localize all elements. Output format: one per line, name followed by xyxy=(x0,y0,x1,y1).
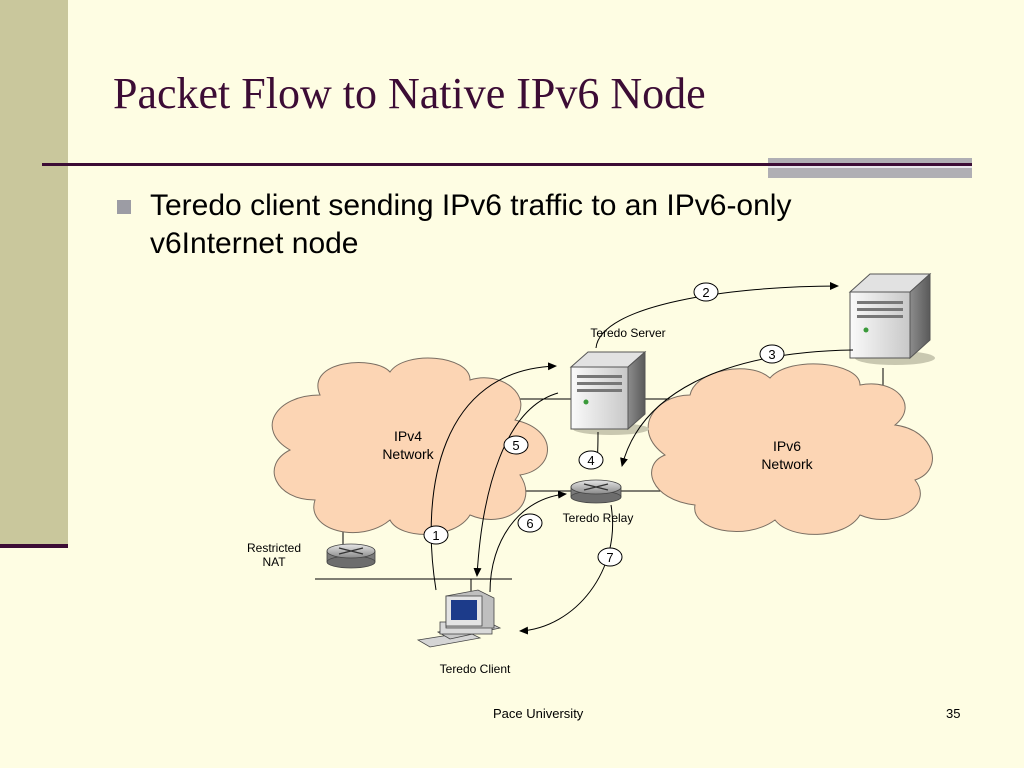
step-label-4: 4 xyxy=(587,453,594,468)
teredo-server-icon xyxy=(569,350,649,435)
step-badge-7: 7 xyxy=(597,547,623,567)
teredo-relay-label: Teredo Relay xyxy=(563,511,634,525)
title-rule xyxy=(42,163,972,166)
step-badge-4: 4 xyxy=(578,450,604,470)
step-label-5: 5 xyxy=(512,438,519,453)
restricted-nat-label-1: Restricted xyxy=(247,541,301,555)
restricted-nat-router-icon xyxy=(326,543,376,569)
step-label-2: 2 xyxy=(702,285,709,300)
ipv4-cloud-label-1: IPv4 xyxy=(394,428,422,444)
step-badge-6: 6 xyxy=(517,513,543,533)
teredo-relay-router-icon xyxy=(570,479,622,504)
step-label-1: 1 xyxy=(432,528,439,543)
flow-arrow-1 xyxy=(430,362,557,591)
flow-arrow-7 xyxy=(519,504,613,635)
ipv6-node-server-icon xyxy=(848,272,935,365)
flow-arrow-3 xyxy=(620,349,854,467)
ipv6-cloud: IPv6 Network xyxy=(647,363,933,535)
step-label-7: 7 xyxy=(606,550,613,565)
step-badge-5: 5 xyxy=(503,435,529,455)
flow-arrow-5 xyxy=(473,392,559,577)
restricted-nat-label-2: NAT xyxy=(262,555,286,569)
ipv4-cloud-label-2: Network xyxy=(382,446,434,462)
teredo-client-computer-icon xyxy=(416,589,502,648)
side-bar xyxy=(0,0,68,548)
ipv4-cloud: IPv4 Network xyxy=(271,357,548,535)
bullet-text: Teredo client sending IPv6 traffic to an… xyxy=(150,189,792,260)
step-label-3: 3 xyxy=(768,347,775,362)
side-bar-divider xyxy=(0,544,68,548)
step-badge-3: 3 xyxy=(759,344,785,364)
teredo-client-label: Teredo Client xyxy=(440,662,511,676)
ipv6-cloud-label-1: IPv6 xyxy=(773,438,801,454)
step-badge-1: 1 xyxy=(423,525,449,545)
bullet-square-icon xyxy=(117,200,131,214)
ipv6-cloud-label-2: Network xyxy=(761,456,813,472)
page-number: 35 xyxy=(946,706,961,721)
footer-text: Pace University xyxy=(493,706,584,721)
page-title: Packet Flow to Native IPv6 Node xyxy=(113,69,706,118)
flow-arrow-2 xyxy=(595,282,839,349)
teredo-server-label: Teredo Server xyxy=(590,326,665,340)
step-badge-2: 2 xyxy=(693,282,719,302)
flow-arrow-6 xyxy=(489,490,567,593)
step-label-6: 6 xyxy=(526,516,533,531)
